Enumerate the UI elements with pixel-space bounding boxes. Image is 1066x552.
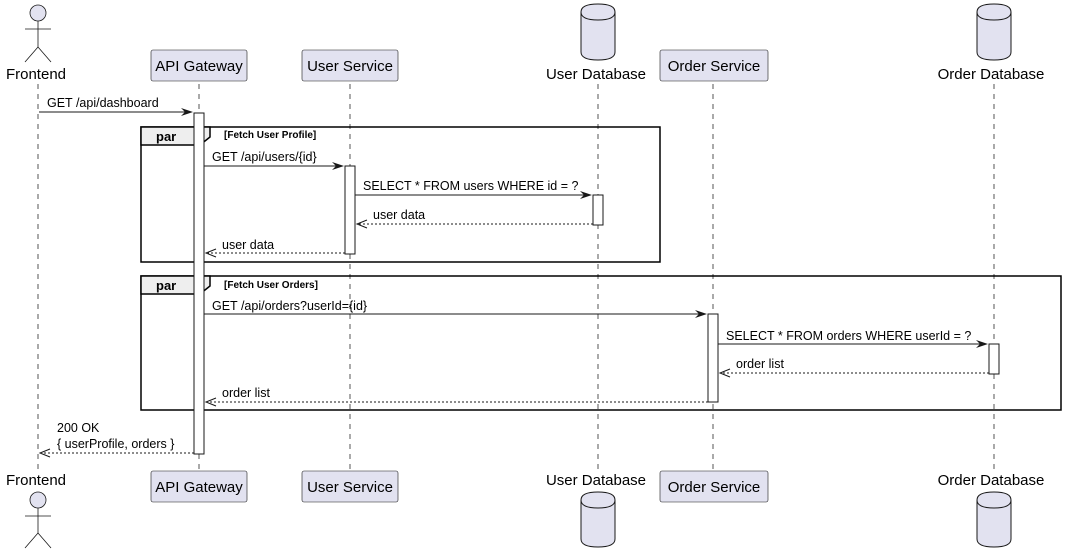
participant-label: User Database — [546, 472, 646, 489]
arrowhead — [38, 448, 51, 458]
message-label: { userProfile, orders } — [57, 437, 174, 451]
participant-box — [150, 49, 248, 82]
participant-box — [150, 470, 248, 503]
database-icon — [580, 491, 616, 548]
participant-frontend-bottom: Frontend — [6, 472, 66, 549]
arrowhead — [695, 310, 707, 318]
arrowhead — [204, 397, 217, 407]
participant-box — [659, 49, 769, 82]
fragment-guard: [Fetch User Profile] — [224, 130, 316, 141]
database-icon — [580, 3, 616, 61]
participant-user-database-top: User Database — [546, 3, 646, 83]
activation-user-service — [344, 165, 356, 255]
message-select-orders: SELECT * FROM orders WHERE userId = ? — [718, 329, 988, 348]
message-get-dashboard: GET /api/dashboard — [39, 96, 193, 116]
message-user-data-db-return: user data — [355, 208, 593, 229]
participant-user-service-top: User Service — [301, 49, 399, 82]
message-label: SELECT * FROM orders WHERE userId = ? — [726, 329, 971, 343]
arrowhead — [204, 248, 217, 258]
participant-box — [301, 49, 399, 82]
participant-label: User Service — [307, 479, 393, 496]
participant-label: Order Database — [938, 66, 1045, 83]
participant-label: API Gateway — [155, 58, 243, 75]
message-label: user data — [222, 238, 274, 252]
participant-order-database-bottom: Order Database — [938, 472, 1045, 548]
participant-order-service-bottom: Order Service — [659, 470, 769, 503]
actor-icon — [24, 491, 52, 549]
participant-label: User Service — [307, 58, 393, 75]
message-user-data-service-return: user data — [204, 238, 345, 258]
participant-order-service-top: Order Service — [659, 49, 769, 82]
message-get-user: GET /api/users/{id} — [204, 150, 344, 170]
participant-label: Order Service — [668, 479, 761, 496]
arrowhead — [718, 368, 731, 378]
fragment-keyword: par — [156, 278, 176, 293]
arrowhead — [580, 191, 592, 199]
fragment-keyword: par — [156, 129, 176, 144]
fragment-par-fetch-user-orders: par [Fetch User Orders] — [140, 275, 1062, 411]
database-icon — [976, 3, 1012, 61]
activations — [193, 112, 1000, 455]
message-label: GET /api/users/{id} — [212, 150, 317, 164]
participant-order-database-top: Order Database — [938, 3, 1045, 83]
actor-icon — [24, 4, 52, 63]
message-order-list-service-return: order list — [204, 386, 708, 407]
message-label: user data — [373, 208, 425, 222]
participant-label: API Gateway — [155, 479, 243, 496]
arrowhead — [181, 108, 193, 116]
participant-label: Frontend — [6, 472, 66, 489]
activation-user-database — [592, 194, 604, 226]
arrowhead — [976, 340, 988, 348]
participant-label: User Database — [546, 66, 646, 83]
message-order-list-db-return: order list — [718, 357, 989, 378]
participant-api-gateway-top: API Gateway — [150, 49, 248, 82]
participant-label: Frontend — [6, 66, 66, 83]
participant-user-service-bottom: User Service — [301, 470, 399, 503]
message-label: GET /api/dashboard — [47, 96, 159, 110]
fragment-frame — [140, 275, 1062, 411]
message-label: order list — [222, 386, 270, 400]
arrowhead — [355, 219, 368, 229]
message-label: 200 OK — [57, 421, 100, 435]
participant-box — [301, 470, 399, 503]
participant-frontend-top: Frontend — [6, 4, 66, 83]
participant-label: Order Database — [938, 472, 1045, 489]
message-label: order list — [736, 357, 784, 371]
activation-order-database — [988, 343, 1000, 375]
participant-user-database-bottom: User Database — [546, 472, 646, 548]
activation-order-service — [707, 313, 719, 403]
activation-api-gateway — [193, 112, 205, 455]
message-200-ok-response: 200 OK { userProfile, orders } — [38, 421, 194, 458]
participant-box — [659, 470, 769, 503]
arrowhead — [332, 162, 344, 170]
participant-api-gateway-bottom: API Gateway — [150, 470, 248, 503]
message-select-users: SELECT * FROM users WHERE id = ? — [355, 179, 592, 199]
message-label: GET /api/orders?userId={id} — [212, 299, 367, 313]
message-get-orders: GET /api/orders?userId={id} — [204, 299, 707, 318]
participant-label: Order Service — [668, 58, 761, 75]
fragment-frame — [140, 126, 661, 263]
database-icon — [976, 491, 1012, 548]
message-label: SELECT * FROM users WHERE id = ? — [363, 179, 578, 193]
fragment-guard: [Fetch User Orders] — [224, 280, 318, 291]
